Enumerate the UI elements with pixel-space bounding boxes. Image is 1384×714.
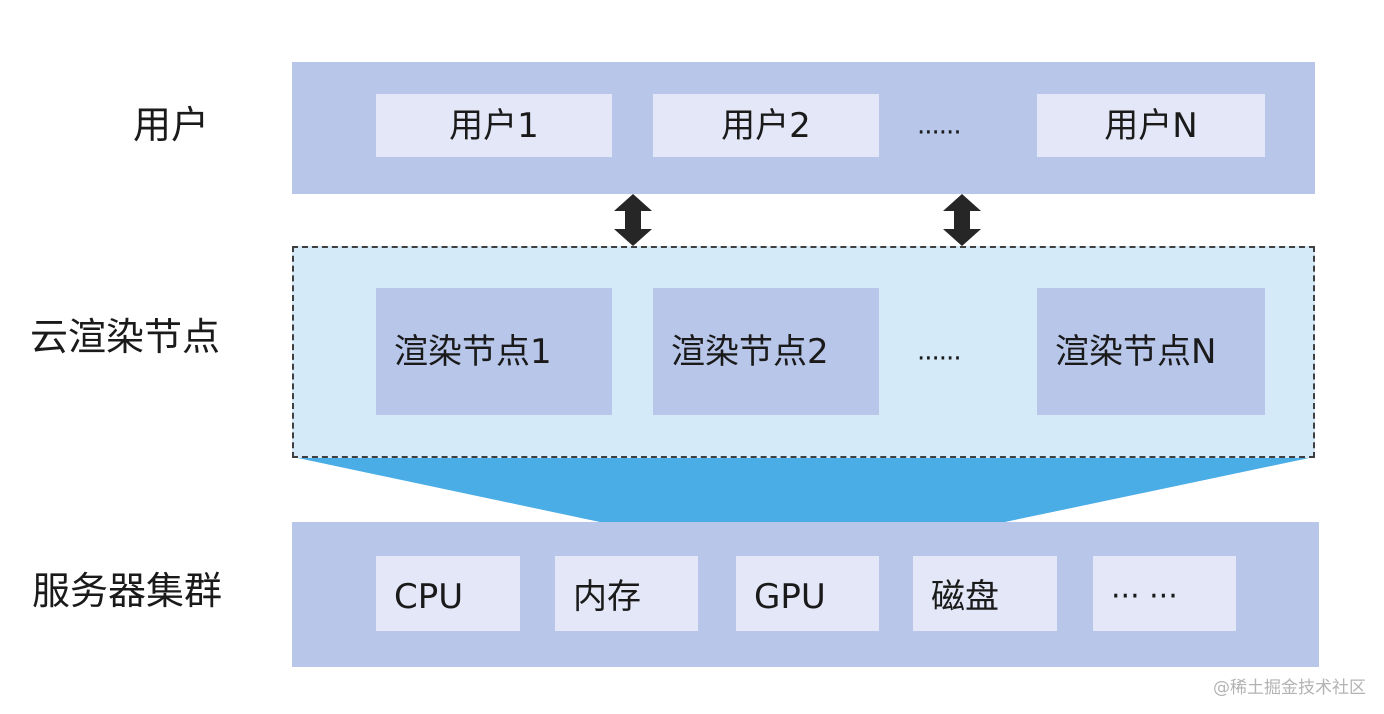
server-box-cpu: CPU [376,556,520,631]
double-vertical-arrow-icon [943,194,981,246]
row-label-users: 用户 [133,103,210,147]
render-node-box-2: 渲染节点2 [653,288,879,415]
users-ellipsis: ······ [917,118,962,148]
server-box-gpu: GPU [736,556,879,631]
watermark: @稀土掘金技术社区 [1213,678,1366,698]
user-box-label: 用户1 [449,105,539,146]
row-label-render-nodes: 云渲染节点 [30,315,221,359]
render-node-label: 渲染节点2 [671,331,829,372]
render-node-label: 渲染节点1 [394,331,552,372]
server-box-disk: 磁盘 [913,556,1057,631]
server-box-memory: 内存 [555,556,698,631]
funnel-shape [293,457,1314,522]
render-node-box-1: 渲染节点1 [376,288,612,415]
user-box-1: 用户1 [376,94,612,157]
user-box-2: 用户2 [653,94,879,157]
render-node-label: 渲染节点N [1055,331,1217,372]
server-box-label: GPU [754,576,826,617]
render-node-box-n: 渲染节点N [1037,288,1265,415]
user-box-label: 用户2 [721,105,811,146]
server-box-more: ··· ··· [1093,556,1236,631]
row-label-server-cluster: 服务器集群 [32,569,223,613]
server-box-label: 磁盘 [931,576,999,617]
user-box-label: 用户N [1104,105,1198,146]
server-box-label: ··· ··· [1111,578,1178,614]
double-vertical-arrow-icon [614,194,652,246]
server-box-label: 内存 [573,576,641,617]
server-box-label: CPU [394,576,464,617]
render-nodes-ellipsis: ······ [917,344,962,374]
user-box-n: 用户N [1037,94,1265,157]
